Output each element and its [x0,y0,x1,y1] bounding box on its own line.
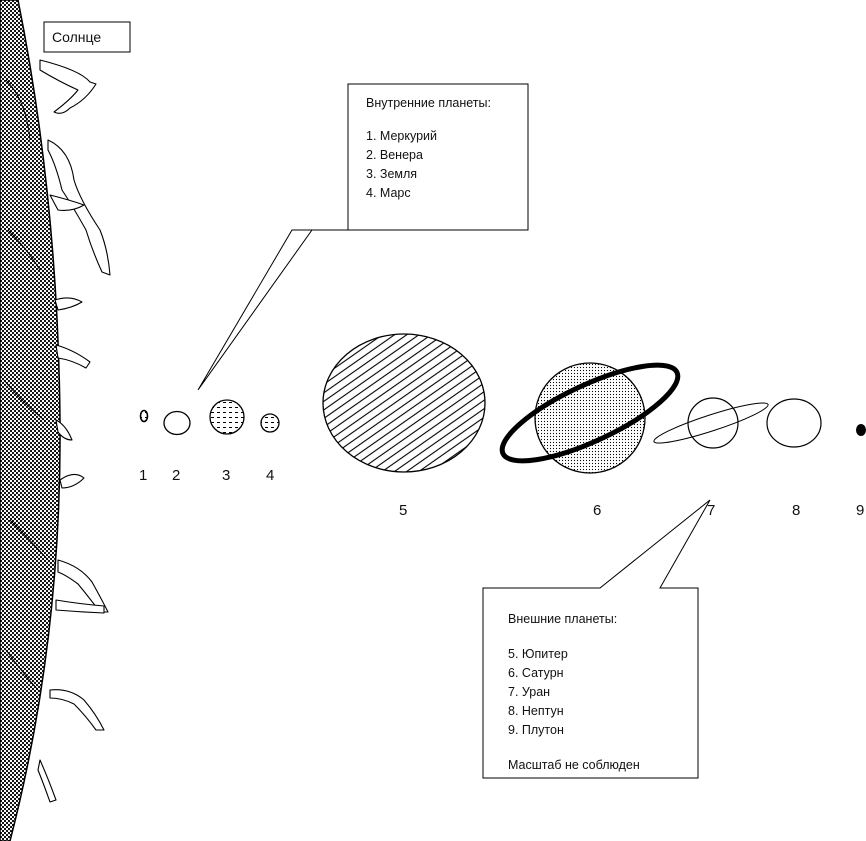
inner-planets-title: Внутренние планеты: [366,94,491,113]
planet-mercury [141,411,148,422]
planet-number-4: 4 [266,467,274,484]
outer-planets-text: Внешние планеты: 5. Юпитер 6. Сатурн 7. … [508,610,640,775]
planet-number-8: 8 [792,502,800,519]
planet-pluto [856,424,866,436]
planet-number-2: 2 [172,467,180,484]
planet-number-5: 5 [399,502,407,519]
outer-planets-title: Внешние планеты: [508,610,640,629]
planet-uranus [651,397,770,449]
inner-planet-item: 4. Марс [366,184,491,203]
outer-planet-item: 5. Юпитер [508,645,640,664]
planet-number-1: 1 [139,467,147,484]
outer-planet-item: 9. Плутон [508,721,640,740]
planet-earth [210,400,244,434]
planet-jupiter [323,334,485,472]
inner-planets-text: Внутренние планеты: 1. Меркурий 2. Венер… [366,94,491,203]
planet-number-6: 6 [593,502,601,519]
planet-number-3: 3 [222,467,230,484]
outer-planet-item: 6. Сатурн [508,664,640,683]
outer-planet-item: 8. Нептун [508,702,640,721]
outer-planet-item: 7. Уран [508,683,640,702]
planet-saturn [491,347,689,479]
inner-planet-item: 2. Венера [366,146,491,165]
inner-planet-item: 3. Земля [366,165,491,184]
sun [0,0,110,841]
planet-venus [164,412,190,435]
planet-mars [261,414,279,432]
planet-number-7: 7 [707,502,715,519]
sun-label: Солнце [52,29,101,45]
planet-neptune [767,399,821,447]
scale-note: Масштаб не соблюден [508,756,640,775]
inner-planet-item: 1. Меркурий [366,127,491,146]
planet-number-9: 9 [856,502,864,519]
